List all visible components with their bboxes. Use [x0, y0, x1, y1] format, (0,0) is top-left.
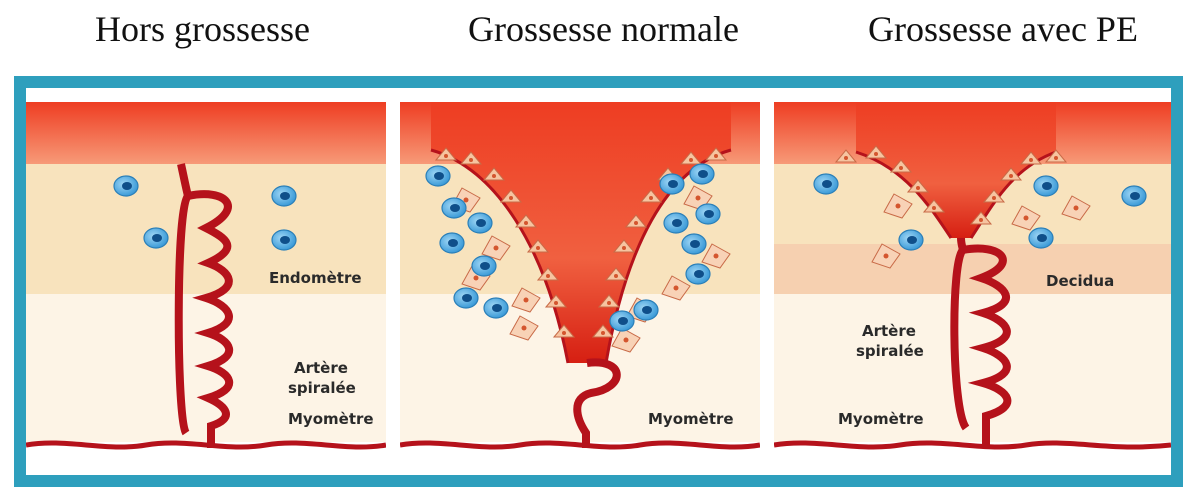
- label-myometrium: Myomètre: [288, 410, 374, 428]
- label-artery-line1: Artère: [862, 322, 916, 340]
- panel-normal-pregnancy: Myomètre: [400, 88, 760, 475]
- panel-title-non-pregnant: Hors grossesse: [95, 8, 310, 50]
- label-myometrium: Myomètre: [648, 410, 734, 428]
- baseline-vessel: [26, 443, 386, 447]
- panel-non-pregnant: Endomètre Artère spiralée Myomètre: [26, 88, 386, 475]
- panel-title-preeclampsia: Grossesse avec PE: [868, 8, 1138, 50]
- label-artery-line2: spiralée: [288, 379, 356, 397]
- label-endometrium: Endomètre: [269, 269, 362, 287]
- panel-title-normal-pregnancy: Grossesse normale: [468, 8, 739, 50]
- panel-divider: [386, 88, 400, 475]
- label-artery-line1: Artère: [294, 359, 348, 377]
- label-myometrium: Myomètre: [838, 410, 924, 428]
- artery-remodeling-diagram: Endomètre Artère spiralée Myomètre: [26, 88, 1171, 475]
- label-decidua: Decidua: [1046, 272, 1114, 290]
- panel-divider: [760, 88, 774, 475]
- panel-preeclampsia: Decidua Artère spiralée Myomètre: [774, 88, 1171, 475]
- baseline-vessel: [400, 443, 760, 447]
- label-artery-line2: spiralée: [856, 342, 924, 360]
